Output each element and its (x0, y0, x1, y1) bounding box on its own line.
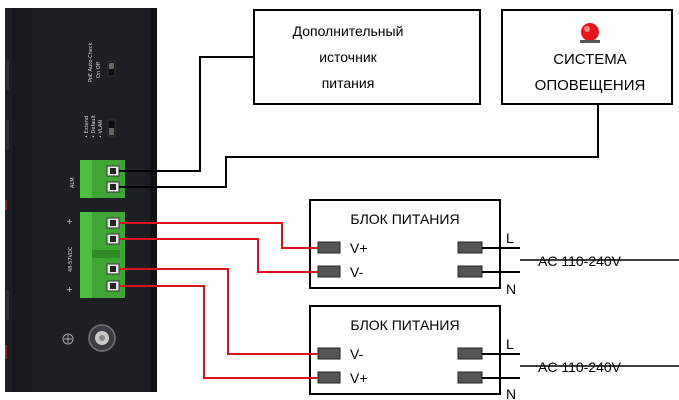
psu-2-line-n: N (506, 386, 516, 400)
psu-1-ac-lines (482, 247, 679, 273)
poe-dip-switch: PoE Auto-Check On Off (88, 42, 116, 82)
alm-label: ALM (70, 177, 76, 188)
extra-source-line-3: питания (322, 75, 375, 91)
psu-2-title: БЛОК ПИТАНИЯ (350, 317, 459, 333)
switch-device: PoE Auto-Check On Off • Extend • Default… (5, 8, 157, 392)
extra-source-box: Дополнительный источник питания (253, 9, 481, 105)
alarm-lamp-icon (580, 23, 600, 43)
alm-wires (119, 56, 599, 188)
psu-1-terminal-2: V- (350, 264, 364, 280)
vlan-line-2: • Default (91, 115, 97, 138)
power-label: 48-57VDC (68, 246, 74, 272)
power-terminal-block (80, 212, 125, 298)
poe-switch-label: PoE Auto-Check (88, 42, 94, 82)
alarm-line-2: ОПОВЕЩЕНИЯ (535, 77, 646, 94)
psu-2-box: БЛОК ПИТАНИЯ V- V+ (309, 305, 501, 395)
psu-2-ac-label: AC 110-240V (538, 359, 622, 375)
dc-power-wires (119, 222, 318, 379)
vlan-line-1: • Extend (84, 116, 90, 138)
extra-source-line-1: Дополнительный (293, 23, 404, 39)
vlan-line-3: • VLAN (98, 120, 104, 138)
alarm-line-1: СИСТЕМА (553, 51, 627, 68)
psu-1-title: БЛОК ПИТАНИЯ (350, 211, 459, 227)
alarm-system-box: СИСТЕМА ОПОВЕЩЕНИЯ (501, 9, 673, 105)
psu-1-terminal-1: V+ (350, 240, 368, 256)
extra-source-line-2: источник (319, 49, 377, 65)
psu-2-ac-lines (482, 353, 679, 379)
psu-2-line-l: L (506, 336, 514, 352)
psu-1-line-l: L (506, 230, 514, 246)
alm-terminal-block (80, 160, 125, 198)
pm-plus-top: + (66, 217, 73, 226)
psu-2-terminal-2: V+ (350, 370, 368, 386)
psu-1-box: БЛОК ПИТАНИЯ V+ V- (309, 199, 501, 289)
ground-screw (62, 324, 116, 352)
poe-switch-states: On Off (96, 61, 102, 78)
psu-1-ac-label: AC 110-240V (538, 253, 622, 269)
pm-plus-bottom: + (66, 285, 73, 294)
psu-1-line-n: N (506, 281, 516, 297)
psu-2-terminal-1: V- (350, 346, 364, 362)
vlan-dip-switch: • Extend • Default • VLAN (84, 115, 116, 138)
